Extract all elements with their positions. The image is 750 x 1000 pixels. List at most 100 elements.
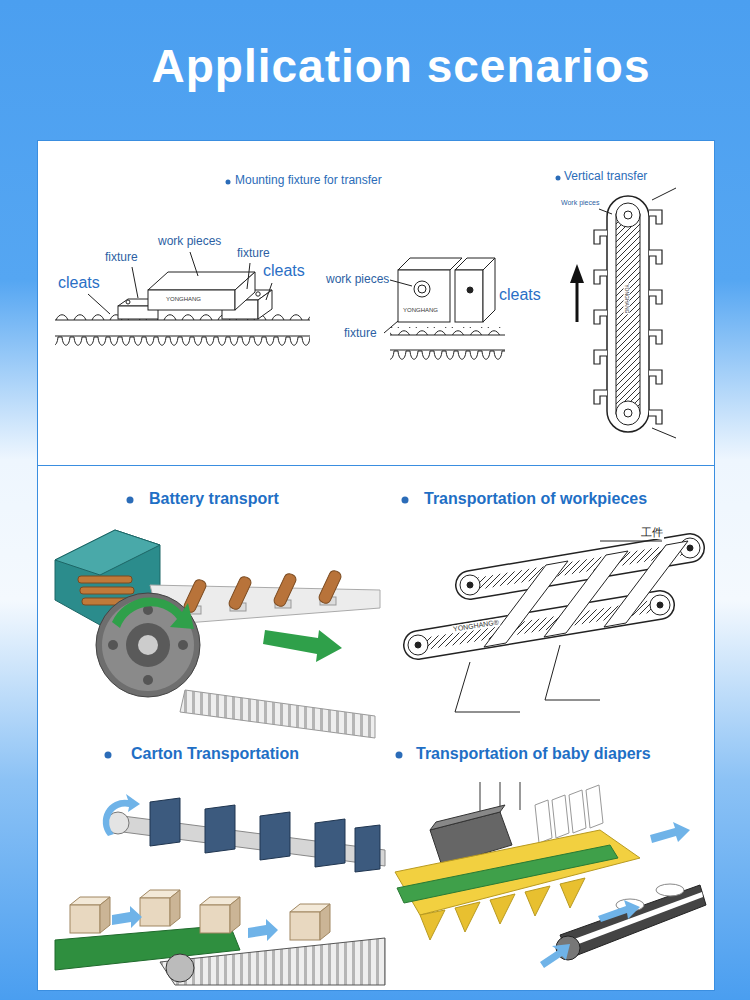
workpiece-conveyor-illustration-line xyxy=(455,662,470,712)
brand-mark: YONGHANG® xyxy=(452,618,501,633)
diaper-conveyor-illustration-g-polygon xyxy=(535,800,552,843)
fixture-belt-illustration-line xyxy=(88,294,110,314)
fixture-belt-illustration-rect xyxy=(148,290,235,310)
part-label: fixture xyxy=(343,327,378,341)
workpiece-conveyor-illustration-circle xyxy=(460,575,480,595)
scenario-heading: Carton Transportation xyxy=(130,745,300,763)
carton-conveyor-illustration-g-rect xyxy=(140,898,170,926)
workpiece-conveyor-illustration-circle xyxy=(687,545,693,551)
part-label: Work pieces xyxy=(560,199,600,207)
part-label: work pieces xyxy=(157,235,222,249)
carton-conveyor-illustration-g-rect xyxy=(200,905,230,933)
fixture-belt-illustration-circle xyxy=(256,292,260,296)
battery-transport-illustration-polygon xyxy=(55,530,160,625)
section-heading: Mounting fixture for transfer xyxy=(234,174,383,188)
fixture-belt-illustration-line xyxy=(55,320,310,321)
workpiece-conveyor-illustration-circle xyxy=(650,595,670,615)
carton-conveyor-illustration-g-polygon xyxy=(150,798,180,846)
fixture-belt-illustration-line xyxy=(190,252,198,276)
part-label: cleats xyxy=(262,262,306,280)
vertical-transfer-illustration-g-path xyxy=(649,410,662,424)
diaper-conveyor-illustration-g-polygon xyxy=(598,900,640,922)
workpiece-conveyor-illustration-line xyxy=(545,645,560,700)
fixture-cleat-illustration-polygon xyxy=(483,258,495,322)
carton-conveyor-illustration-g-polygon xyxy=(205,805,235,853)
diaper-conveyor-illustration-g-polygon xyxy=(455,902,480,932)
diaper-conveyor-illustration-polygon xyxy=(566,892,703,948)
carton-conveyor-illustration-g-polygon xyxy=(260,812,290,860)
part-label: cleats xyxy=(498,286,542,304)
workpiece-conveyor-illustration-line xyxy=(545,700,600,701)
carton-conveyor-illustration-circle xyxy=(166,954,194,982)
vertical-transfer-illustration-rect xyxy=(616,214,640,414)
part-label: cleats xyxy=(57,274,101,292)
workpiece-conveyor-illustration-circle xyxy=(467,582,473,588)
vertical-transfer-illustration-g-path xyxy=(594,270,607,284)
battery-transport-illustration-circle xyxy=(96,593,200,697)
bullet-dot-circle xyxy=(402,497,409,504)
part-label: work pieces xyxy=(325,273,390,287)
bullet-dot-circle xyxy=(396,752,403,759)
battery-transport-illustration-path xyxy=(112,597,194,629)
battery-transport-illustration-g-circle xyxy=(108,640,118,650)
workpiece-conveyor-illustration-circle xyxy=(408,635,428,655)
vertical-transfer-illustration-g-path xyxy=(594,390,607,404)
diaper-conveyor-illustration-g-polygon xyxy=(560,878,585,908)
diaper-conveyor-illustration-g-polygon xyxy=(586,785,603,828)
part-label: fixture xyxy=(104,251,139,265)
fixture-cleat-illustration-polygon xyxy=(398,258,462,270)
diaper-conveyor-illustration-polygon xyxy=(397,845,618,903)
carton-conveyor-illustration-g-polygon xyxy=(230,897,240,933)
vertical-transfer-illustration-g-path xyxy=(594,350,607,364)
carton-conveyor-illustration xyxy=(55,794,385,985)
fixture-belt-illustration-rect xyxy=(55,336,310,350)
vertical-transfer-illustration-g xyxy=(594,210,662,424)
fixture-cleat-illustration-circle xyxy=(414,281,430,297)
fixture-belt-illustration-rect xyxy=(55,312,310,320)
fixture-cleat-illustration-rect xyxy=(455,270,483,322)
diaper-conveyor-illustration-polygon xyxy=(560,885,706,958)
carton-conveyor-illustration-polygon xyxy=(160,938,385,985)
carton-conveyor-illustration-g-polygon xyxy=(248,919,278,941)
part-label: fixture xyxy=(236,247,271,261)
carton-conveyor-illustration-g-polygon xyxy=(112,906,142,928)
battery-transport-illustration-circle xyxy=(126,623,170,667)
battery-transport-illustration-rect xyxy=(78,576,132,583)
fixture-belt-illustration-circle xyxy=(126,300,130,304)
workpiece-conveyor-illustration xyxy=(408,538,700,712)
vertical-transfer-illustration-circle xyxy=(624,409,632,417)
vertical-transfer-illustration-g-path xyxy=(649,370,662,384)
workpiece-conveyor-illustration-circle xyxy=(415,642,421,648)
workpiece-conveyor-illustration-g-polygon xyxy=(604,541,688,627)
diaper-conveyor-illustration-line xyxy=(519,782,521,810)
fixture-cleat-illustration-line xyxy=(390,335,505,336)
battery-transport-illustration-g-rect xyxy=(227,575,252,611)
carton-conveyor-illustration-g xyxy=(150,798,380,872)
diaper-conveyor-illustration-g-polygon xyxy=(490,894,515,924)
brand-mark: YONGHANG xyxy=(624,283,630,314)
fixture-belt-illustration-polygon xyxy=(235,272,255,310)
fixture-cleat-illustration-circle xyxy=(418,285,426,293)
vertical-transfer-illustration-g-path xyxy=(649,290,662,304)
vertical-transfer-illustration-rect xyxy=(607,196,649,432)
diaper-conveyor-illustration-g-polygon xyxy=(525,886,550,916)
fixture-belt-illustration xyxy=(55,252,310,350)
diaper-conveyor-illustration xyxy=(395,782,706,968)
fixture-cleat-illustration-rect xyxy=(390,350,505,364)
fixture-cleat-illustration xyxy=(384,258,505,364)
vertical-transfer-illustration-circle xyxy=(616,401,640,425)
fixture-cleat-illustration-rect xyxy=(390,327,505,335)
brand-mark: YONGHANG xyxy=(402,307,439,314)
vertical-transfer-illustration-line xyxy=(652,428,676,438)
workpiece-conveyor-illustration-line xyxy=(455,712,520,713)
diaper-conveyor-illustration-g-polygon xyxy=(569,790,586,833)
vertical-transfer-illustration-g-path xyxy=(594,310,607,324)
carton-conveyor-illustration-g-rect xyxy=(290,912,320,940)
diaper-conveyor-illustration-g-polygon xyxy=(552,795,569,838)
fixture-cleat-illustration-line xyxy=(384,321,398,333)
fixture-belt-illustration-line xyxy=(266,283,272,300)
workpiece-conveyor-illustration-circle xyxy=(657,602,663,608)
diaper-conveyor-illustration-g-polygon xyxy=(420,910,445,940)
battery-transport-illustration-g xyxy=(182,569,342,614)
bullet-dot-circle xyxy=(556,176,561,181)
